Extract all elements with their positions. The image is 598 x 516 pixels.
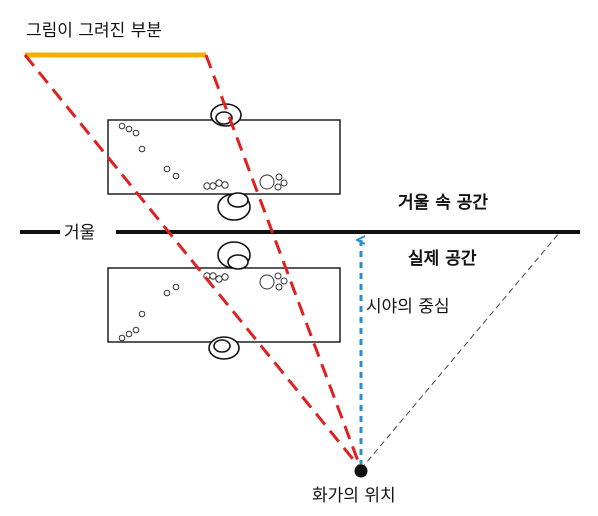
mirror-figure-center: [217, 192, 251, 221]
painter-dot: [354, 464, 368, 478]
sight-line-right: [204, 54, 363, 470]
painter-position-label: 화가의 위치: [312, 486, 396, 506]
view-boundary-right: [360, 231, 561, 470]
real-space-label: 실제 공간: [408, 249, 477, 269]
painted-part-label: 그림이 그려진 부분: [26, 21, 162, 41]
real-figure-bottom: [208, 336, 240, 360]
sight-line-left: [23, 54, 363, 470]
center-of-view-label: 시야의 중심: [366, 297, 450, 317]
mirror-table-items: [118, 122, 288, 191]
mirror-space-table: [107, 119, 341, 195]
mirror-space-label: 거울 속 공간: [398, 193, 488, 213]
mirror-figure-top: [210, 103, 242, 127]
real-figure-center: [217, 241, 251, 270]
mirror-label: 거울: [64, 223, 95, 243]
